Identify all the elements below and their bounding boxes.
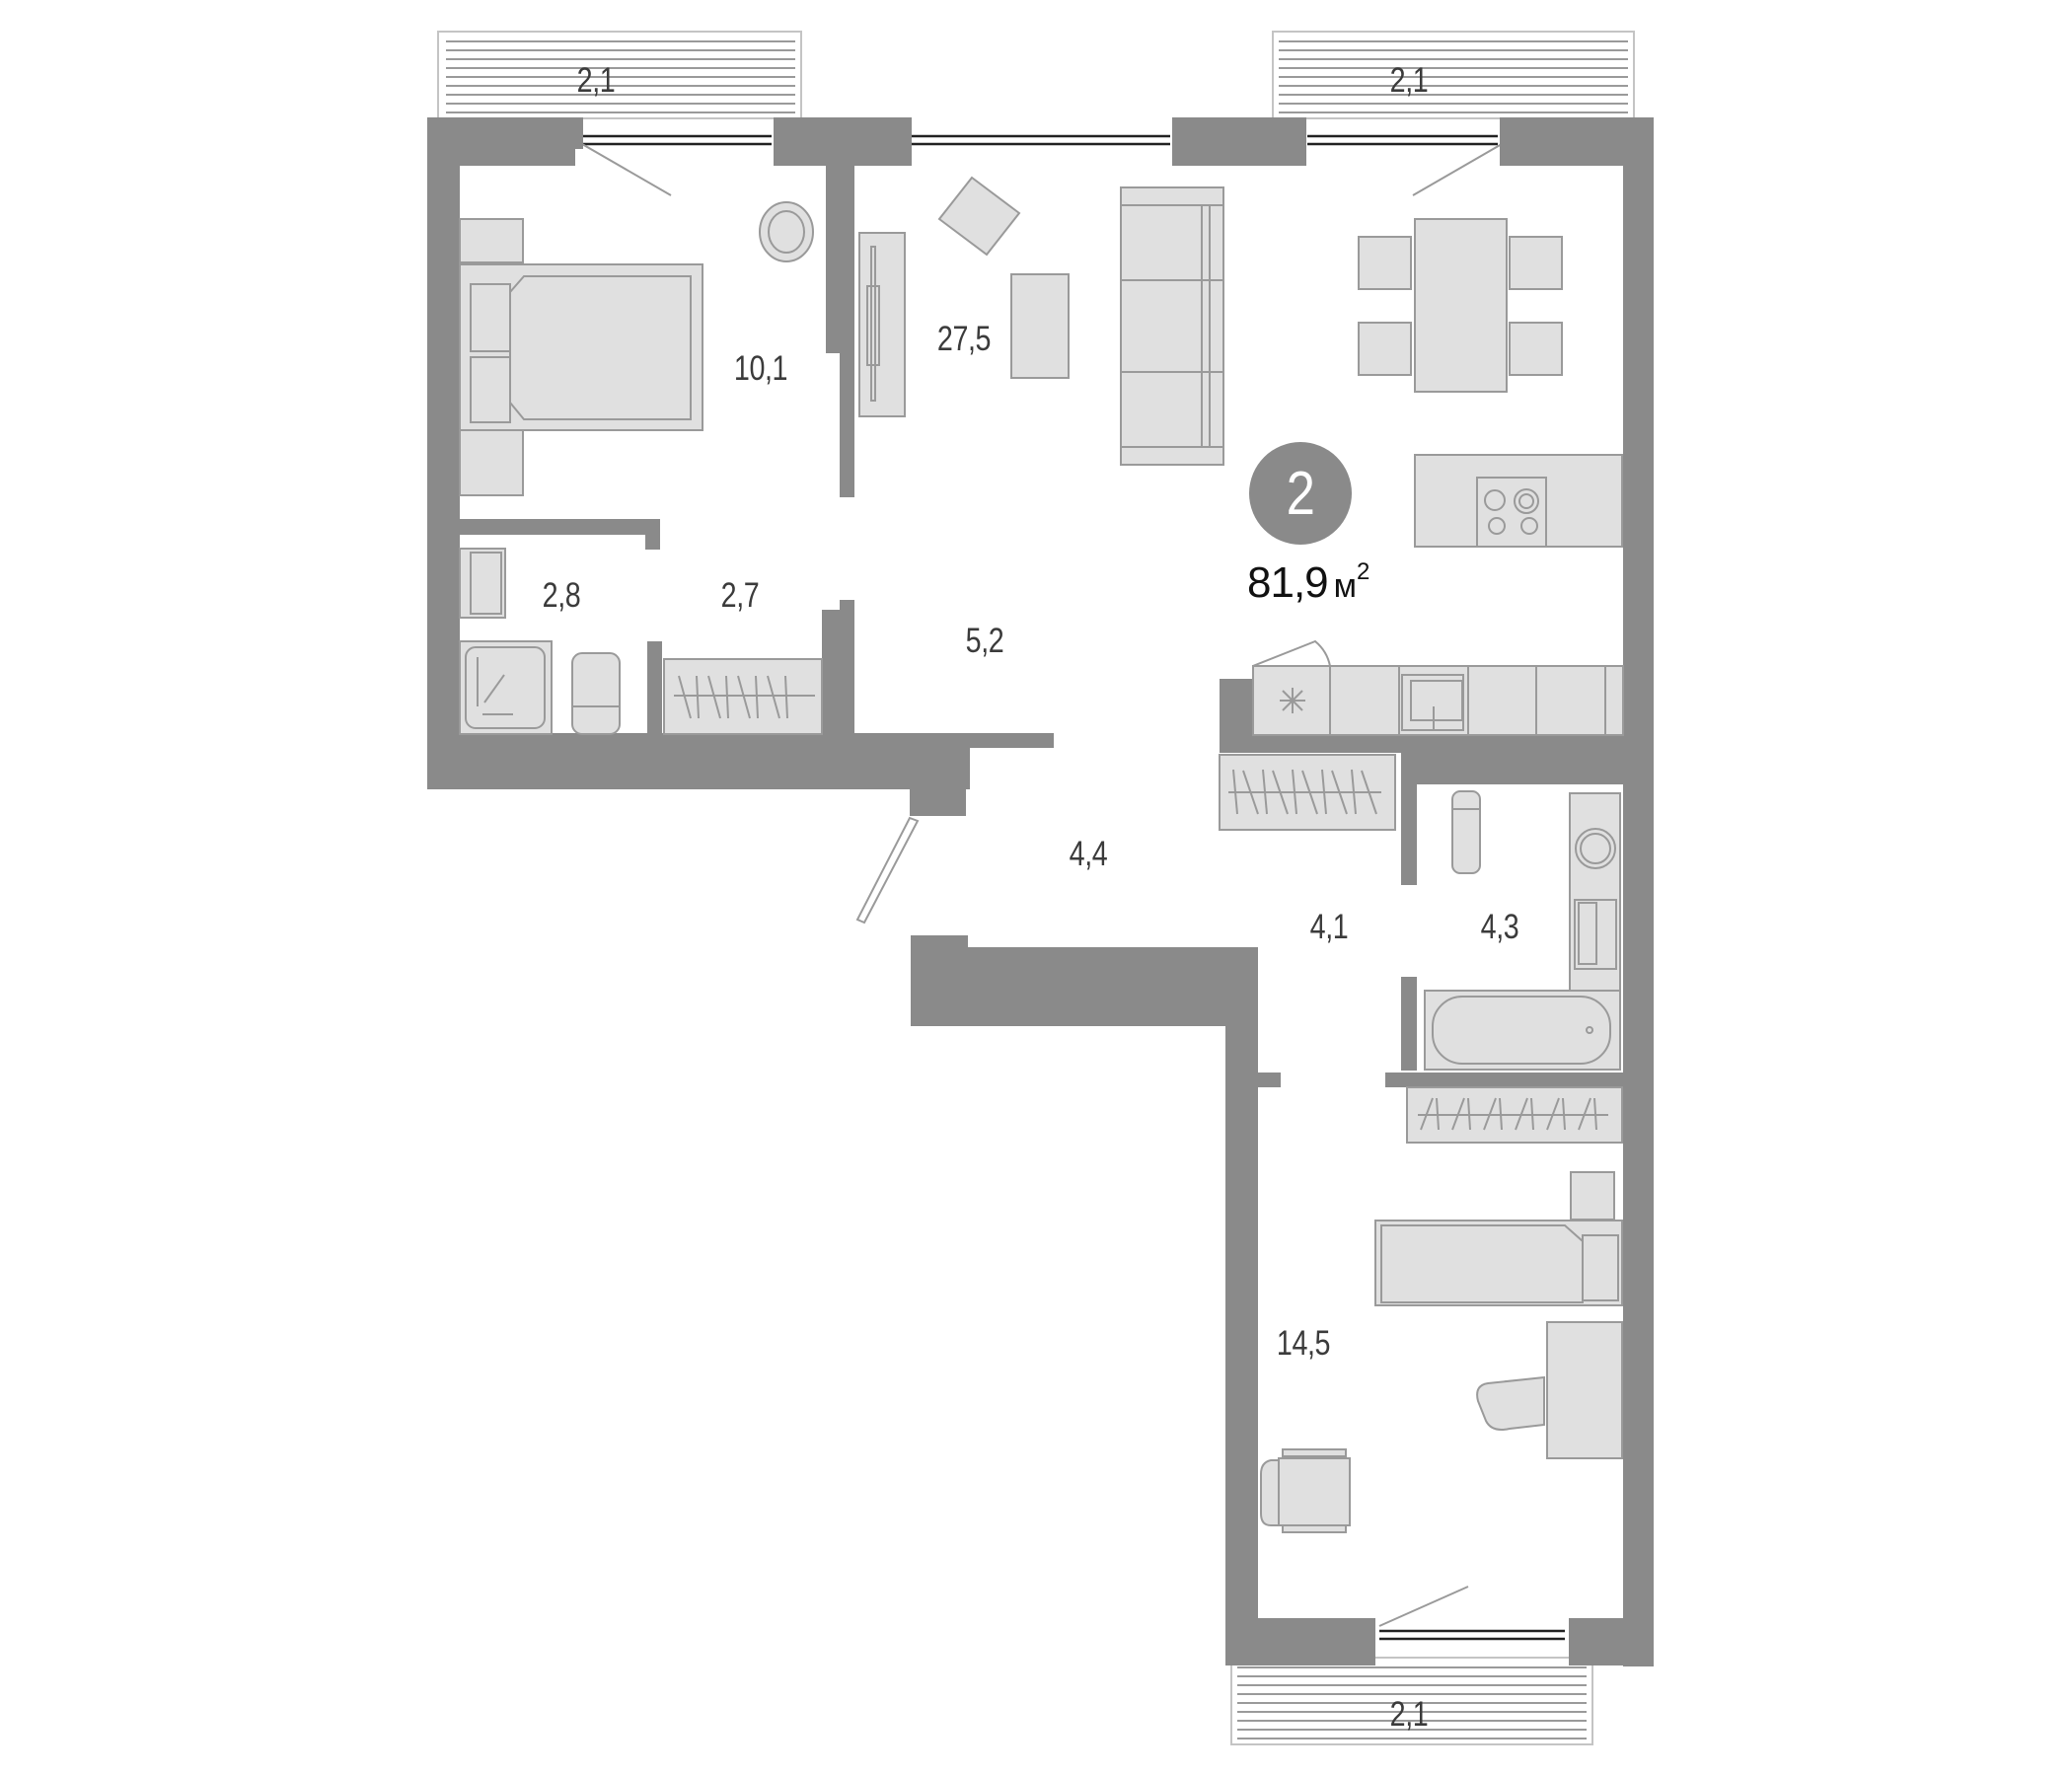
- balcony-top-left-shape[interactable]: [437, 31, 802, 119]
- room-area-bedroom-1: 10,1: [733, 349, 788, 388]
- room-area-bathroom-2: 4,3: [1480, 908, 1519, 946]
- windows: [580, 134, 1565, 1641]
- room-area-bathroom-1: 2,8: [542, 576, 581, 615]
- room-area-corridor-2: 4,1: [1309, 908, 1349, 946]
- balcony-top-right-shape[interactable]: [1272, 31, 1635, 119]
- balcony-bottom-area: 2,1: [1389, 1695, 1429, 1734]
- rooms-count-badge: 2: [1249, 442, 1352, 545]
- room-area-wardrobe: 2,7: [720, 576, 760, 615]
- balcony-bottom-shape[interactable]: [1230, 1657, 1593, 1745]
- wardrobe-1-furniture: [663, 658, 823, 735]
- balcony-top-left-area: 2,1: [576, 61, 616, 100]
- bathroom-1-furniture: [459, 548, 621, 735]
- room-area-living-kitchen: 27,5: [936, 320, 992, 358]
- kitchen-furniture: [1252, 218, 1624, 736]
- room-area-corridor-1: 5,2: [965, 622, 1004, 660]
- walls: [427, 117, 1654, 1666]
- entrance-door[interactable]: [855, 816, 920, 925]
- room-area-hallway: 4,4: [1069, 835, 1108, 873]
- wardrobe-3-furniture: [1406, 1086, 1623, 1144]
- room-area-bedroom-2: 14,5: [1276, 1324, 1331, 1363]
- total-area-value: 81,9: [1247, 558, 1329, 607]
- rooms-count: 2: [1286, 459, 1315, 528]
- total-area-unit-power: 2: [1357, 558, 1370, 585]
- wardrobe-2-furniture: [1219, 754, 1396, 831]
- total-area-unit: м: [1333, 567, 1358, 605]
- bedroom-2-furniture: [1260, 1171, 1623, 1533]
- bedroom-1-furniture: [459, 201, 814, 496]
- balcony-top-right-area: 2,1: [1389, 61, 1429, 100]
- living-furniture: [858, 176, 1224, 466]
- bathroom-2-furniture: [1424, 790, 1621, 1071]
